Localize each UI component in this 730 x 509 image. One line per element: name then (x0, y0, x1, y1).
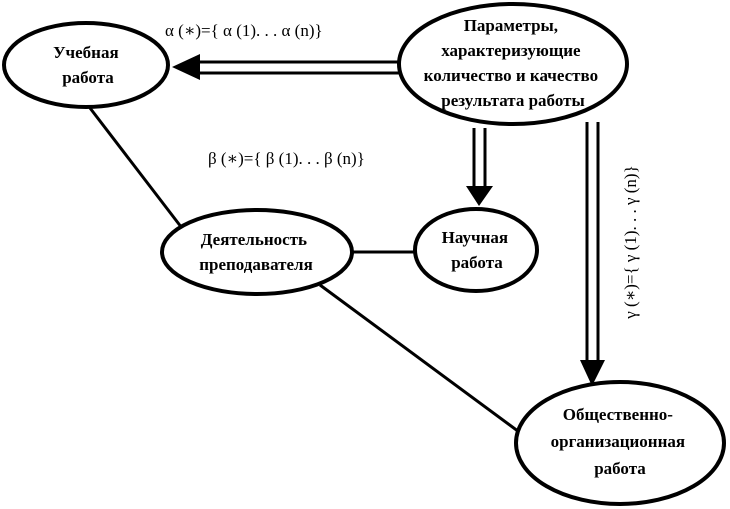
link-teacher-social (319, 283, 531, 442)
node-science (413, 207, 539, 293)
node-params (397, 2, 629, 126)
node-social-text: Общественно- организационная работа (551, 405, 690, 478)
formula-beta: β (∗)={ β (1). . . β (n)} (208, 149, 365, 168)
node-social (514, 380, 726, 506)
link-teaching-teacher (88, 107, 187, 233)
node-params-text: Параметры, характеризующие количество и … (424, 16, 603, 110)
node-teacher (160, 208, 354, 296)
arrow-params-to-social (580, 122, 605, 386)
node-teaching (2, 21, 170, 109)
node-science-text: Научная работа (442, 228, 513, 272)
formula-alpha: α (∗)={ α (1). . . α (n)} (165, 21, 323, 40)
formula-gamma: γ (∗)={ γ (1). . . γ (n)} (621, 165, 640, 319)
arrow-params-to-science (466, 128, 493, 206)
node-teaching-text: Учебная работа (53, 43, 123, 87)
node-teacher-text: Деятельность преподавателя (199, 230, 313, 274)
arrow-params-to-teaching (172, 54, 402, 80)
